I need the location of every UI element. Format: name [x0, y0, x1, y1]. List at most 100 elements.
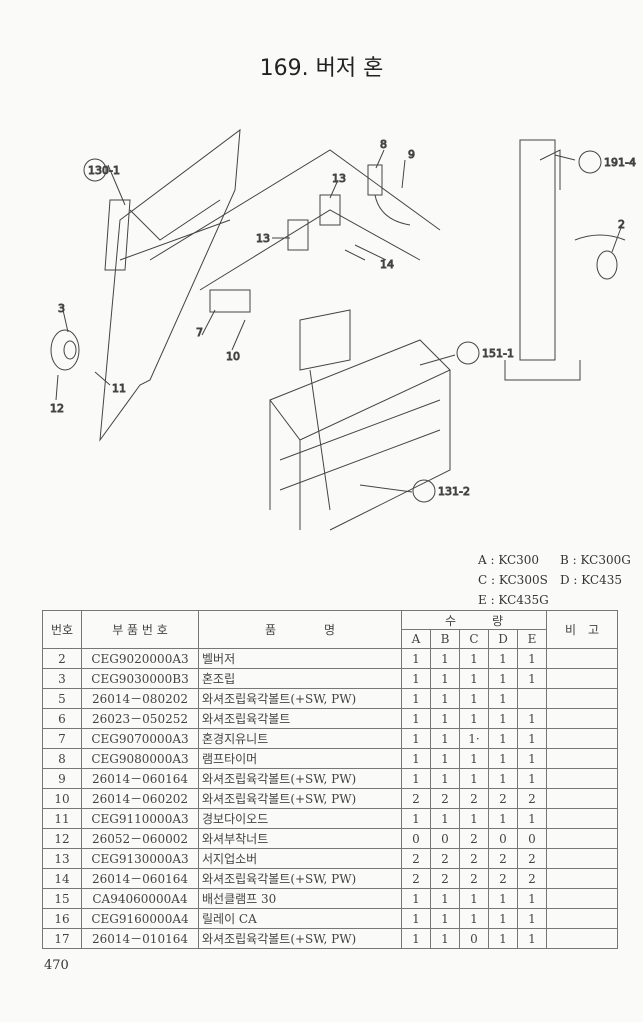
cell-qty-e: 2: [517, 868, 547, 889]
cell-qty-c: 1: [459, 708, 489, 729]
cell-qty-a: 1: [401, 888, 431, 909]
svg-text:11: 11: [112, 382, 126, 395]
svg-text:12: 12: [50, 402, 64, 415]
cell-no: 9: [42, 768, 82, 789]
cell-part: 26052－060002: [81, 828, 199, 849]
cell-qty-b: 1: [430, 668, 460, 689]
legend-e: E : KC435G: [478, 593, 549, 607]
cell-qty-e: 1: [517, 708, 547, 729]
cell-qty-c: 0: [459, 928, 489, 949]
svg-text:10: 10: [226, 350, 240, 363]
page-number: 470: [44, 958, 69, 973]
cell-part: CEG9080000A3: [81, 748, 199, 769]
cell-part: 26014－010164: [81, 928, 199, 949]
cell-qty-a: 1: [401, 908, 431, 929]
cell-qty-b: 1: [430, 708, 460, 729]
cell-qty-d: 0: [488, 828, 518, 849]
cell-qty-d: 1: [488, 728, 518, 749]
cell-no: 5: [42, 688, 82, 709]
cell-remark: [546, 888, 618, 909]
cell-qty-a: 1: [401, 808, 431, 829]
mounting-panel: [99, 128, 241, 442]
cell-qty-a: 1: [401, 708, 431, 729]
cell-name: 와셔조립육각볼트(+SW, PW): [198, 788, 402, 809]
cell-no: 17: [42, 928, 82, 949]
cell-name: 릴레이 CA: [198, 908, 402, 929]
cell-qty-e: 2: [517, 788, 547, 809]
cell-name: 벨버저: [198, 648, 402, 669]
header-name: 품 명: [198, 610, 402, 649]
cell-qty-d: 1: [488, 708, 518, 729]
cell-no: 14: [42, 868, 82, 889]
legend-c: C : KC300S: [478, 573, 548, 587]
cell-qty-e: 1: [517, 888, 547, 909]
header-remark: 비 고: [546, 610, 618, 649]
header-col-b: B: [430, 629, 460, 649]
cell-qty-a: 2: [401, 868, 431, 889]
bell-buzzer-part: [596, 250, 618, 280]
cell-qty-a: 1: [401, 668, 431, 689]
cell-qty-e: [517, 688, 547, 709]
cell-no: 8: [42, 748, 82, 769]
cell-part: 26014－080202: [81, 688, 199, 709]
header-col-d: D: [488, 629, 518, 649]
cell-remark: [546, 788, 618, 809]
cell-qty-b: 0: [430, 828, 460, 849]
cell-no: 2: [42, 648, 82, 669]
cell-qty-c: 2: [459, 828, 489, 849]
cell-part: CA94060000A4: [81, 888, 199, 909]
cell-qty-b: 2: [430, 868, 460, 889]
cell-no: 3: [42, 668, 82, 689]
header-no: 번호: [42, 610, 82, 649]
cell-name: 서지업소버: [198, 848, 402, 869]
header-col-c: C: [459, 629, 489, 649]
cell-qty-c: 1: [459, 808, 489, 829]
cell-no: 12: [42, 828, 82, 849]
cell-qty-d: 1: [488, 688, 518, 709]
cell-qty-b: 1: [430, 908, 460, 929]
svg-text:3: 3: [58, 302, 65, 315]
svg-text:14: 14: [380, 258, 394, 271]
cell-part: CEG9020000A3: [81, 648, 199, 669]
cell-qty-d: 2: [488, 868, 518, 889]
cell-qty-c: 1: [459, 908, 489, 929]
cell-qty-d: 1: [488, 748, 518, 769]
cell-remark: [546, 708, 618, 729]
cell-qty-c: 2: [459, 868, 489, 889]
cell-qty-b: 1: [430, 768, 460, 789]
cell-part: CEG9110000A3: [81, 808, 199, 829]
cell-name: 와셔조립육각볼트(+SW, PW): [198, 868, 402, 889]
cell-remark: [546, 768, 618, 789]
cell-qty-a: 1: [401, 688, 431, 709]
cell-name: 혼조립: [198, 668, 402, 689]
cell-remark: [546, 828, 618, 849]
cell-no: 13: [42, 848, 82, 869]
cell-remark: [546, 868, 618, 889]
svg-text:8: 8: [380, 138, 387, 151]
cell-qty-b: 1: [430, 648, 460, 669]
cell-part: CEG9160000A4: [81, 908, 199, 929]
cell-qty-c: 1: [459, 768, 489, 789]
cell-qty-c: 1: [459, 648, 489, 669]
svg-text:9: 9: [408, 148, 415, 161]
legend-a: A : KC300: [478, 553, 540, 567]
cell-name: 램프타이머: [198, 748, 402, 769]
header-col-a: A: [401, 629, 431, 649]
relay-unit-part: [209, 289, 251, 313]
cell-part: CEG9030000B3: [81, 668, 199, 689]
cell-qty-a: 2: [401, 848, 431, 869]
svg-text:2: 2: [618, 218, 625, 231]
legend-b: B : KC300G: [560, 553, 631, 567]
cell-remark: [546, 748, 618, 769]
cell-qty-a: 1: [401, 928, 431, 949]
cell-name: 와셔조립육각볼트(+SW, PW): [198, 768, 402, 789]
cell-name: 와셔부착너트: [198, 828, 402, 849]
cell-qty-b: 1: [430, 928, 460, 949]
cell-remark: [546, 688, 618, 709]
cell-remark: [546, 668, 618, 689]
cell-remark: [546, 808, 618, 829]
